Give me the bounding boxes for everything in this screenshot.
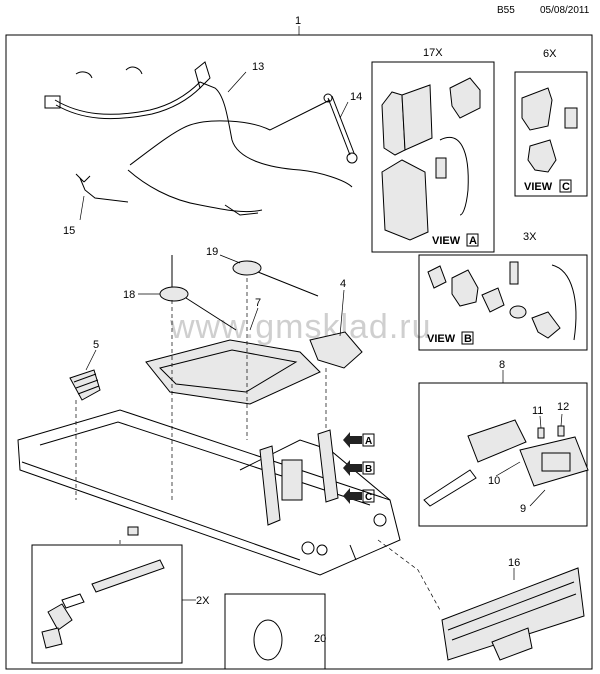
header-code: B55	[497, 5, 515, 16]
boot-5	[69, 369, 101, 401]
module-parts	[423, 419, 589, 507]
view-a-word: VIEW	[432, 235, 461, 247]
callout-20: 20	[314, 633, 326, 645]
callout-5: 5	[93, 339, 99, 351]
view-c-word: VIEW	[524, 181, 553, 193]
callout-19: 19	[206, 246, 218, 258]
panel-20	[224, 593, 326, 670]
bracket-4	[309, 331, 363, 369]
callout-10: 10	[488, 475, 500, 487]
view-a-panel	[371, 61, 495, 253]
view-a-letter: A	[469, 235, 477, 247]
callout-14: 14	[350, 91, 362, 103]
bushing-19	[232, 260, 319, 297]
o-ring-20	[253, 619, 283, 661]
cover-16	[441, 567, 585, 661]
view-b-panel	[418, 254, 588, 351]
rod-14	[323, 93, 358, 164]
arrow-view-a: A	[343, 432, 375, 448]
arrow-letter-a: A	[365, 436, 372, 447]
track-cover-7	[145, 339, 321, 405]
arrow-view-b: B	[343, 460, 375, 476]
view-b-word: VIEW	[427, 333, 456, 345]
view-c-letter-box	[559, 179, 572, 193]
view-b-letter-box	[461, 331, 474, 345]
callout-18: 18	[123, 289, 135, 301]
view-c-parts	[521, 87, 578, 173]
callout-3: 3X	[523, 231, 537, 243]
callout-11: 11	[532, 405, 543, 417]
guide-line-16	[377, 539, 441, 611]
arrow-view-c: C	[343, 488, 375, 504]
callout-7: 7	[255, 297, 261, 309]
callout-15: 15	[63, 225, 75, 237]
callout-6: 6X	[543, 48, 557, 60]
watermark: www.gmsklad.ru	[169, 308, 432, 346]
view-b-parts	[427, 261, 577, 341]
adjuster-parts	[41, 559, 165, 649]
view-c-panel	[514, 71, 588, 197]
callout-2: 2X	[196, 595, 210, 607]
arrow-letter-c: C	[365, 492, 372, 503]
callout-1: 1	[295, 15, 301, 27]
adjuster-panel-2x	[31, 544, 183, 664]
view-a-parts	[381, 77, 481, 241]
bushing-18	[159, 255, 237, 331]
callout-13: 13	[252, 61, 264, 73]
view-a-letter-box	[466, 233, 479, 247]
seat-frame	[17, 409, 401, 576]
callout-4: 4	[340, 278, 346, 290]
bracket-15	[75, 173, 129, 203]
callout-12: 12	[557, 401, 569, 413]
view-b-letter: B	[464, 333, 472, 345]
callout-9: 9	[520, 503, 526, 515]
wiring-harness-13	[44, 61, 353, 216]
view-c-letter: C	[562, 181, 570, 193]
arrow-letter-b: B	[365, 464, 372, 475]
callout-16: 16	[508, 557, 520, 569]
header-date: 05/08/2011	[540, 5, 590, 16]
callout-8: 8	[499, 359, 505, 371]
callout-17: 17X	[423, 47, 443, 59]
